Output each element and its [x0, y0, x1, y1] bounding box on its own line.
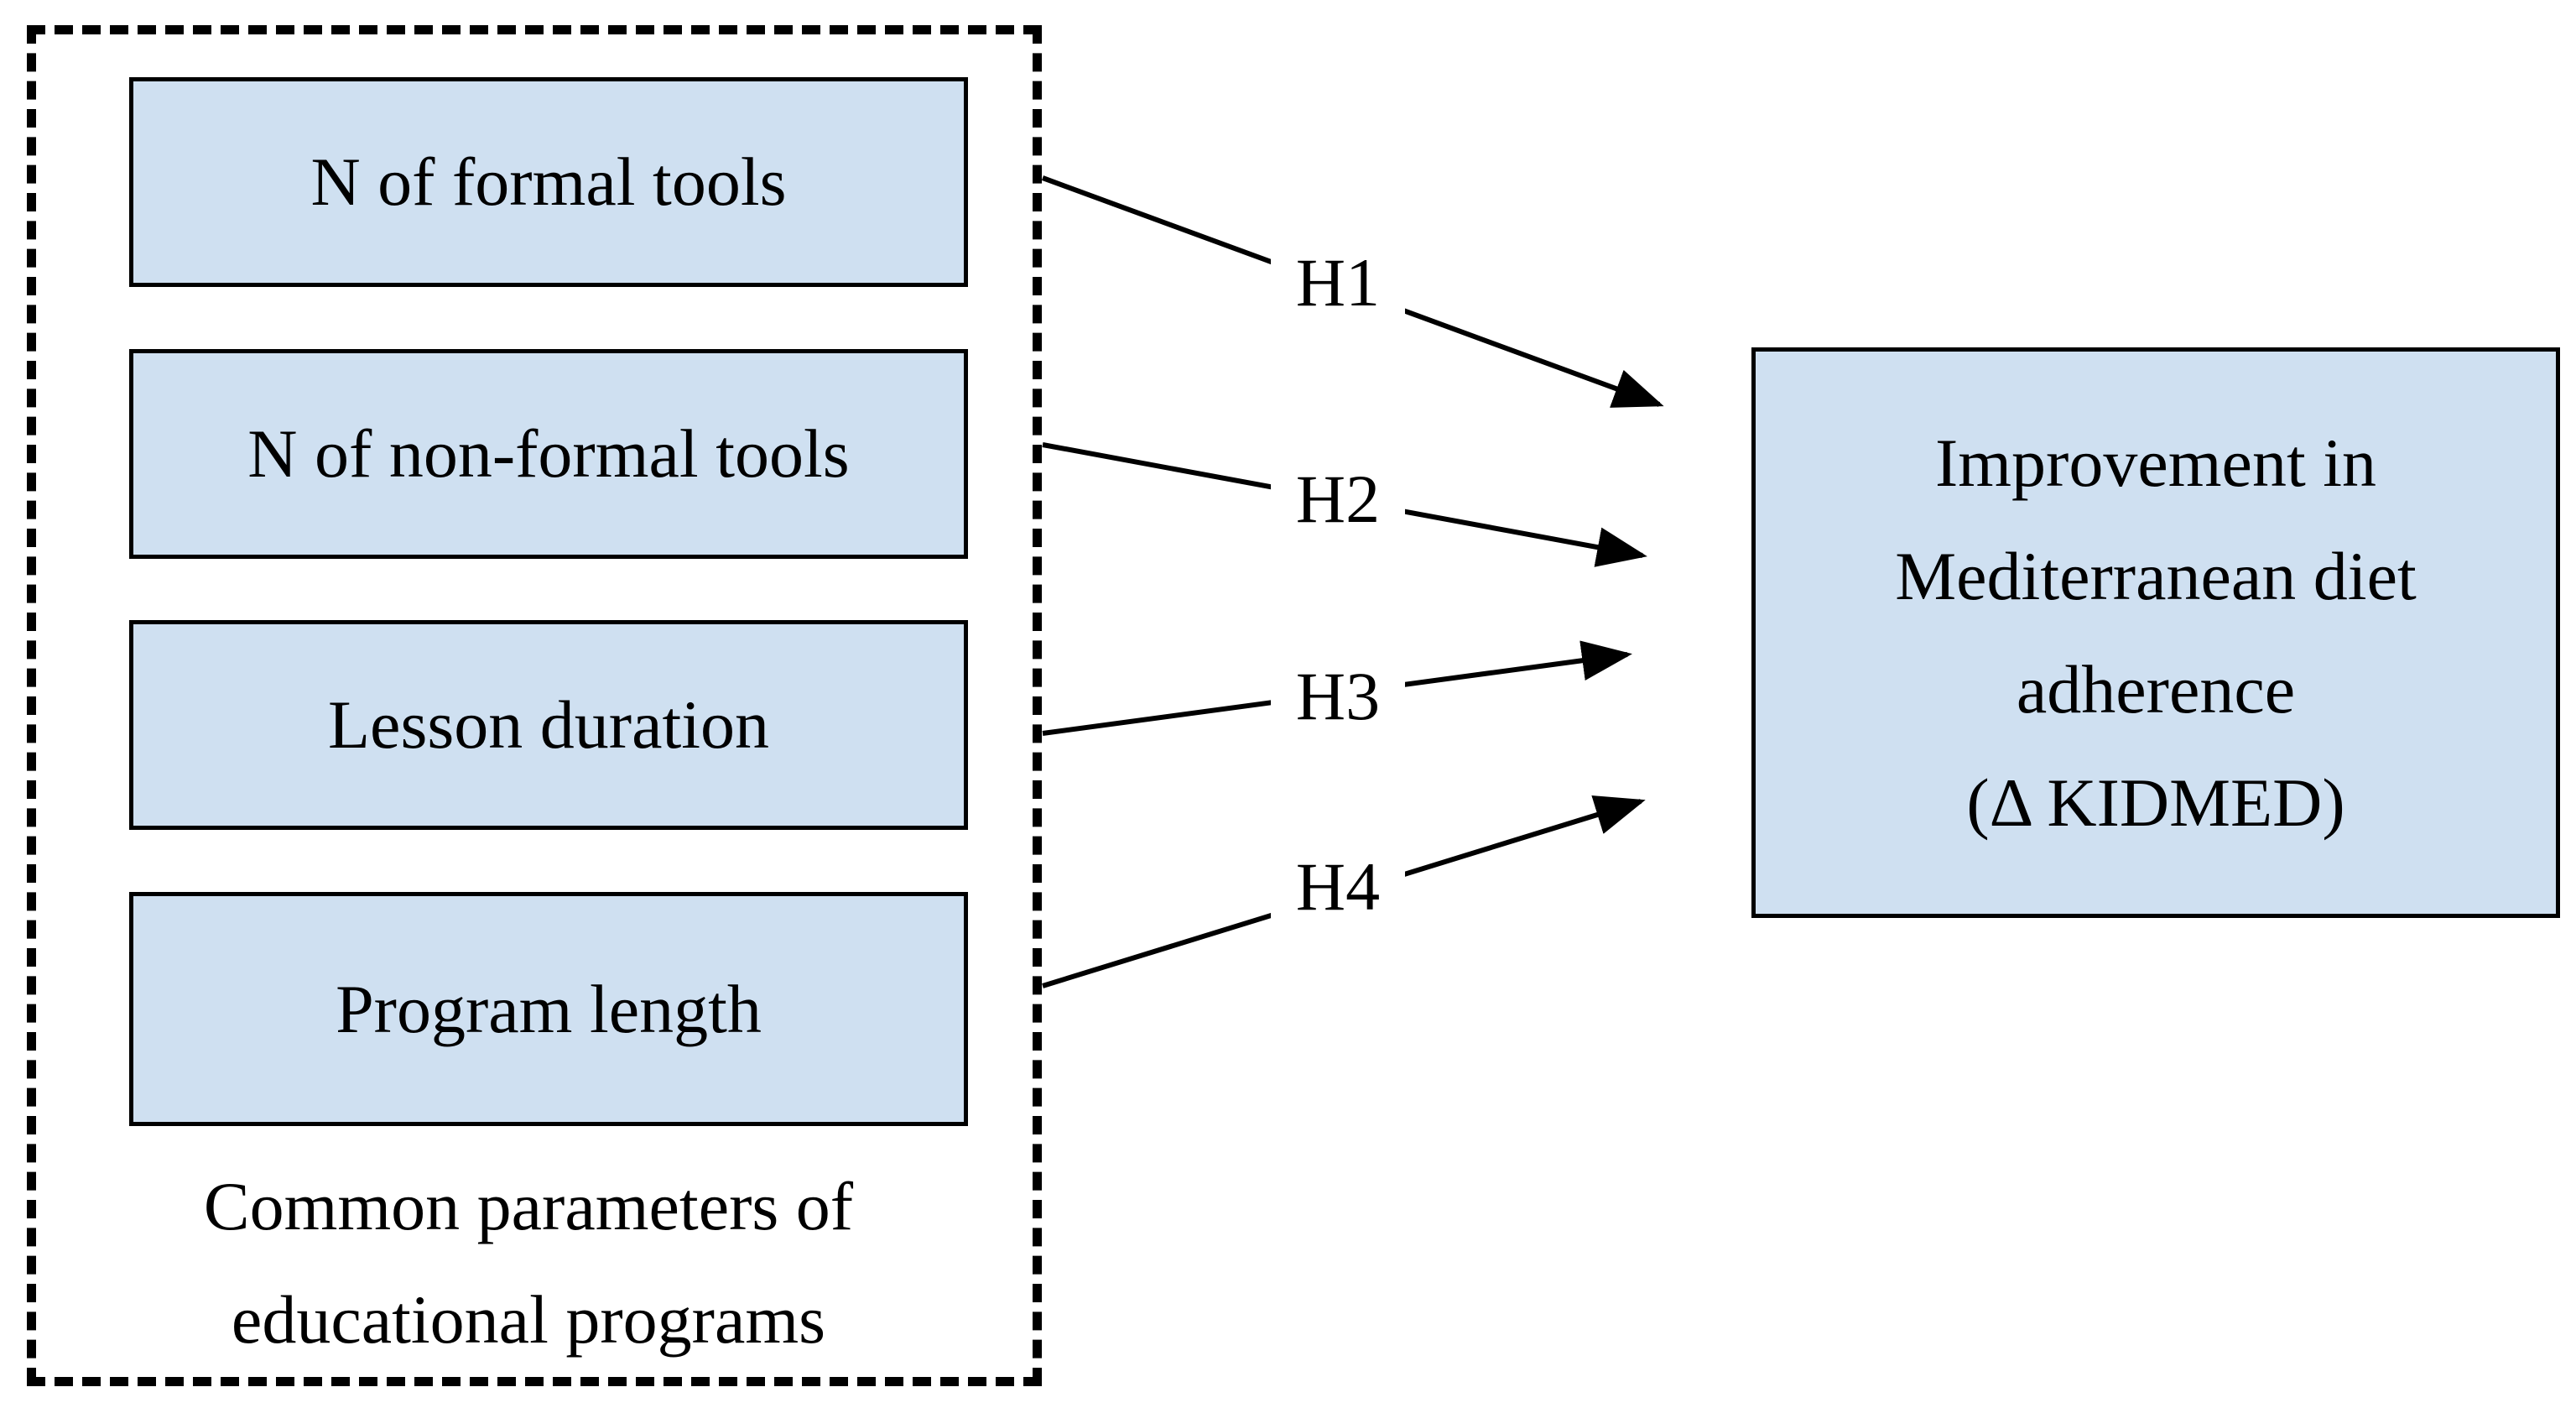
param-label-formal-tools: N of formal tools: [310, 143, 787, 220]
outcome-box: Improvement in Mediterranean diet adhere…: [1751, 347, 2560, 918]
hypothesis-label-h2: H2: [1271, 462, 1405, 537]
group-caption: Common parameters of educational program…: [67, 1150, 990, 1376]
outcome-line-3: adherence: [2016, 651, 2296, 727]
param-label-non-formal-tools: N of non-formal tools: [247, 415, 850, 492]
outcome-line-1: Improvement in: [1934, 425, 2377, 501]
parameters-group-frame: [27, 25, 1042, 1386]
outcome-line-4: (Δ KIDMED): [1966, 764, 2345, 841]
param-box-non-formal-tools: N of non-formal tools: [129, 349, 968, 559]
param-label-lesson-duration: Lesson duration: [327, 686, 770, 763]
group-caption-line-2: educational programs: [231, 1281, 826, 1358]
param-box-formal-tools: N of formal tools: [129, 77, 968, 287]
param-box-program-length: Program length: [129, 892, 968, 1126]
hypothesis-label-h4: H4: [1271, 849, 1405, 925]
param-box-lesson-duration: Lesson duration: [129, 620, 968, 830]
group-caption-line-1: Common parameters of: [203, 1168, 854, 1244]
param-label-program-length: Program length: [336, 970, 762, 1047]
outcome-line-2: Mediterranean diet: [1895, 538, 2417, 614]
hypothesis-label-h1: H1: [1271, 245, 1405, 321]
hypothesis-label-h3: H3: [1271, 659, 1405, 734]
